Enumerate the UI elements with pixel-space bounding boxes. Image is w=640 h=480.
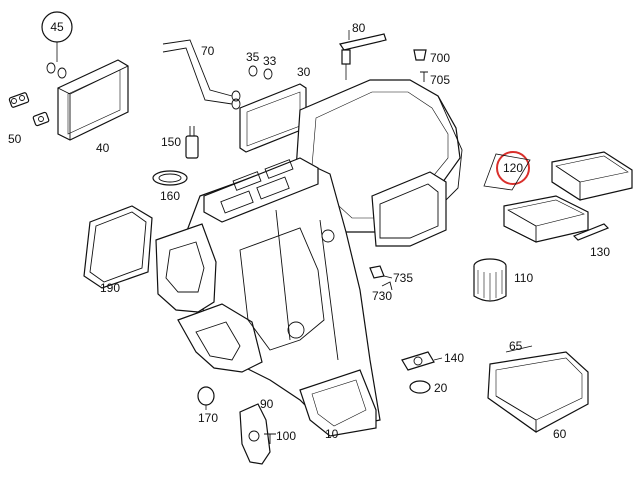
label-65: 65 (509, 339, 523, 353)
label-60: 60 (553, 427, 567, 441)
part-10-housing-label[interactable]: 10 (325, 427, 339, 441)
part-40-evaporator[interactable]: 40 (57, 59, 129, 155)
label-80: 80 (352, 21, 366, 35)
label-70: 70 (201, 44, 215, 58)
part-45-callout[interactable]: 45 (41, 11, 73, 79)
label-160: 160 (160, 189, 180, 203)
part-80-actuator[interactable]: 80 (339, 21, 387, 80)
part-110-cylinder-filter[interactable]: 110 (473, 258, 533, 302)
part-170-grommet[interactable]: 170 (197, 386, 218, 425)
part-150-sensor[interactable]: 150 (161, 126, 199, 159)
label-700: 700 (430, 51, 450, 65)
hvac-housing (155, 79, 463, 437)
part-100-screw[interactable]: 100 (264, 429, 296, 444)
part-735-clip[interactable]: 735 (369, 265, 413, 285)
part-190-gasket[interactable]: 190 (83, 205, 153, 295)
label-90: 90 (260, 397, 274, 411)
label-735: 735 (393, 271, 413, 285)
part-705-screw[interactable]: 705 (420, 71, 450, 87)
label-110: 110 (514, 271, 533, 285)
label-150: 150 (161, 135, 181, 149)
part-65-filter-element[interactable]: 65 (505, 339, 533, 353)
label-33: 33 (263, 54, 277, 68)
o-ring-icon (57, 67, 67, 79)
label-140: 140 (444, 351, 464, 365)
part-60-filter-tray[interactable]: 60 (487, 351, 589, 441)
label-40: 40 (96, 141, 110, 155)
label-120: 120 (503, 161, 523, 175)
label-130: 130 (590, 245, 610, 259)
part-90-servo[interactable]: 90 (239, 397, 274, 465)
cabin-filter-upper[interactable] (551, 151, 633, 201)
label-35: 35 (246, 50, 260, 64)
part-35-o-ring[interactable]: 35 (246, 50, 260, 77)
label-190: 190 (100, 281, 120, 295)
part-33-o-ring[interactable]: 33 (263, 54, 277, 80)
label-170: 170 (198, 411, 218, 425)
label-45: 45 (50, 20, 64, 34)
part-160-seal[interactable]: 160 (152, 170, 188, 203)
part-140-cover[interactable]: 140 (401, 351, 464, 371)
part-20-seal[interactable]: 20 (409, 380, 448, 395)
part-50-expansion-valve[interactable]: 50 (8, 92, 50, 146)
part-130-strip[interactable]: 130 (572, 223, 610, 259)
label-100: 100 (276, 429, 296, 443)
part-700-clip[interactable]: 700 (413, 49, 450, 65)
label-705: 705 (430, 73, 450, 87)
label-30: 30 (297, 65, 311, 79)
label-730: 730 (372, 289, 392, 303)
part-70-pipes[interactable]: 70 (162, 39, 241, 110)
part-730-bracket[interactable]: 730 (372, 281, 393, 303)
o-ring-icon (46, 62, 56, 74)
label-10: 10 (325, 427, 339, 441)
part-120-callout[interactable]: 120 (483, 151, 531, 191)
label-20: 20 (434, 381, 448, 395)
label-50: 50 (8, 132, 22, 146)
